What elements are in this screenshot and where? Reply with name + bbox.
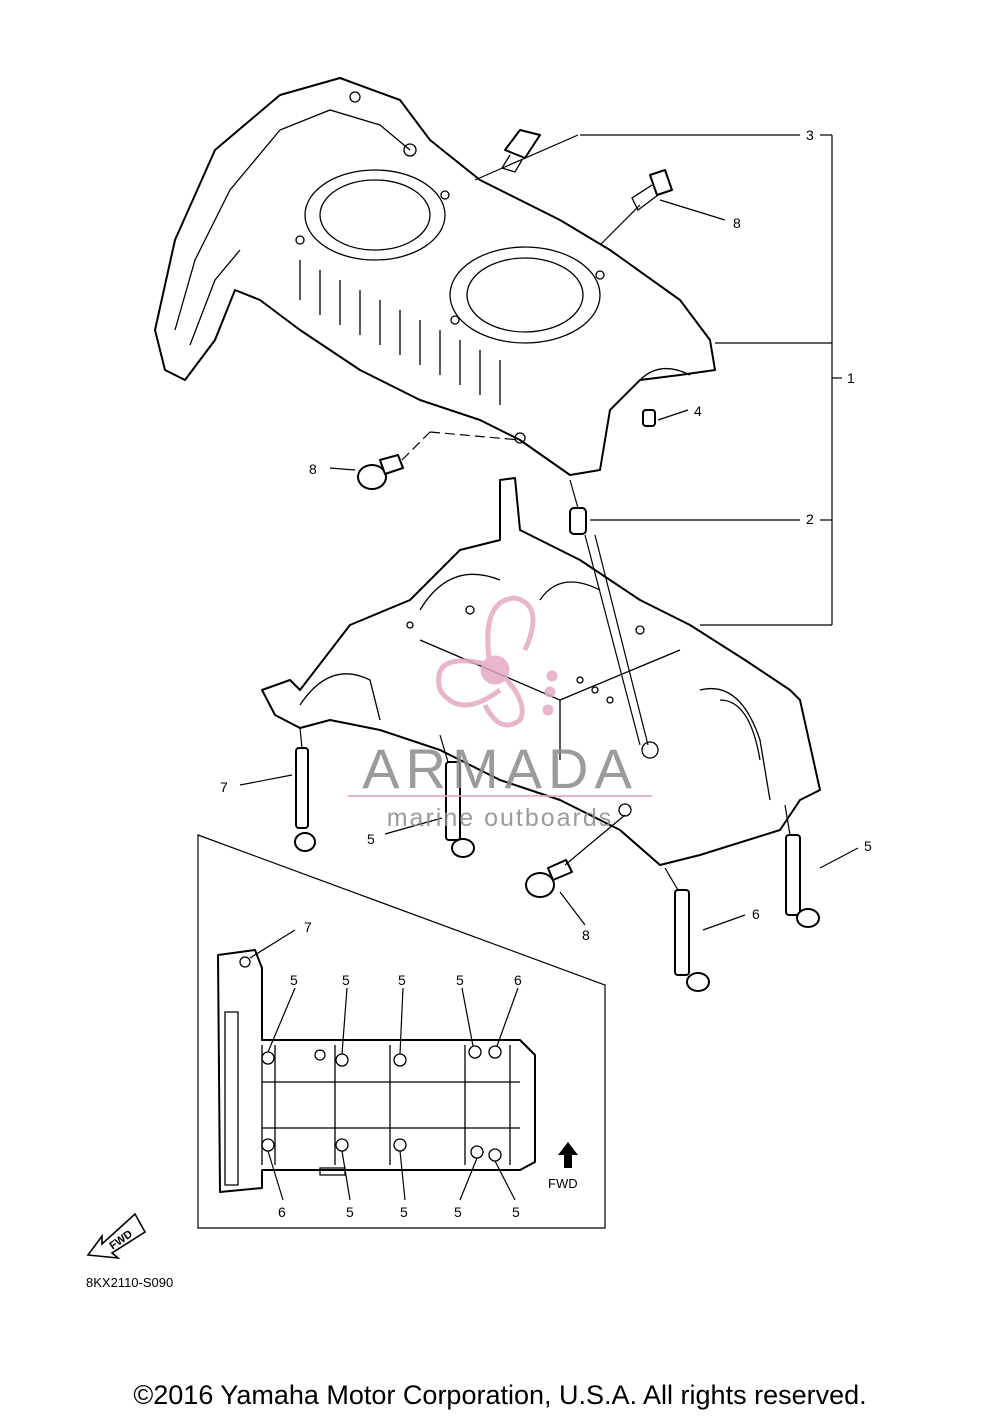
inset-callouts: 7 5 5 5 5 6 6 5 5 5 5 [278, 919, 522, 1220]
inset-callout-top-5c: 5 [398, 972, 406, 988]
propeller-logo [436, 595, 558, 728]
callout-6: 6 [752, 906, 760, 922]
lower-crankcase [261, 477, 821, 866]
inset-fwd-label: FWD [548, 1176, 578, 1191]
inset-callout-top-5d: 5 [456, 972, 464, 988]
callout-8-lower: 8 [582, 927, 590, 943]
watermark-tagline: marine outboards [387, 804, 614, 832]
inset-callout-bot-6: 6 [278, 1204, 286, 1220]
upper-crankcase [154, 77, 716, 476]
flange-bolt-8-lower [525, 859, 573, 898]
armada-watermark: ARMADA marine outboards [348, 595, 652, 832]
callout-8-top: 8 [733, 215, 741, 231]
fwd-arrow-icon [86, 1212, 147, 1260]
bolt-7 [294, 747, 316, 852]
callout-7: 7 [220, 779, 228, 795]
bolt-5-center [445, 761, 475, 858]
callout-8-left: 8 [309, 461, 317, 477]
callout-3: 3 [806, 127, 814, 143]
up-arrow-icon [558, 1142, 578, 1168]
flange-bolt-8-left [357, 454, 404, 490]
leader-lines [239, 134, 859, 931]
inset-callout-bot-5d: 5 [512, 1204, 520, 1220]
inset-fwd-indicator: FWD [548, 1142, 578, 1191]
inset-callout-top-5a: 5 [290, 972, 298, 988]
pin-4 [642, 409, 656, 427]
inset-crankcase-outline [217, 949, 536, 1193]
inset-callout-bot-5c: 5 [454, 1204, 462, 1220]
flange-bolt-8-top [631, 169, 673, 211]
inset-callout-bot-5b: 5 [400, 1204, 408, 1220]
callout-5-right: 5 [864, 838, 872, 854]
callout-5-center: 5 [367, 831, 375, 847]
callout-2: 2 [806, 511, 814, 527]
fwd-badge: FWD [86, 1212, 147, 1260]
callout-4: 4 [694, 403, 702, 419]
inset-callout-bot-5a: 5 [346, 1204, 354, 1220]
watermark-brand: ARMADA [362, 737, 638, 800]
inset-callout-7: 7 [304, 919, 312, 935]
inset-callout-top-5b: 5 [342, 972, 350, 988]
diagram-code: 8KX2110-S090 [86, 1275, 173, 1290]
callout-numbers: 3 8 1 4 8 2 7 5 5 6 8 [220, 127, 872, 943]
bolt-layout-inset: 7 5 5 5 5 6 6 5 5 5 5 FWD [197, 834, 606, 1229]
inset-callout-top-6: 6 [514, 972, 522, 988]
stud-bolt-3 [501, 129, 541, 173]
bolt-6 [674, 889, 710, 992]
dowel-2 [569, 507, 587, 535]
copyright-notice: ©2016 Yamaha Motor Corporation, U.S.A. A… [133, 1380, 867, 1410]
inset-leader-lines [249, 929, 519, 1201]
callout-1: 1 [847, 370, 855, 386]
bolt-5-right [785, 834, 820, 928]
